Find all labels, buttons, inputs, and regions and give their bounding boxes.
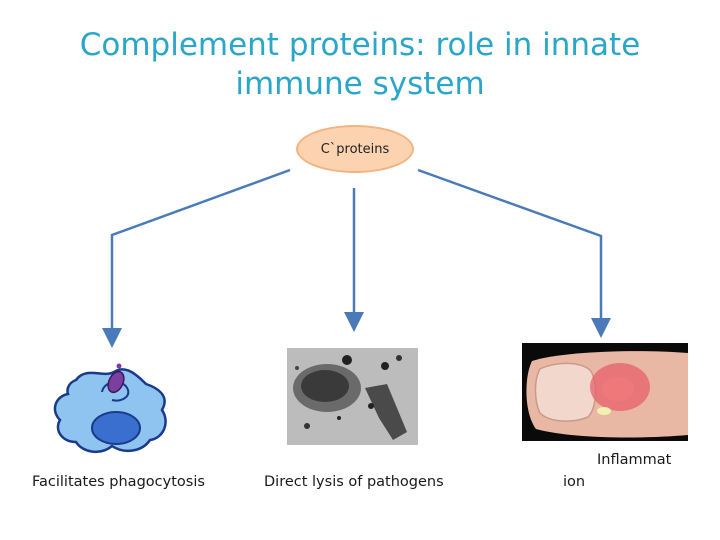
caption-inflammation-part1: Inflammat [597,452,672,468]
connector-right [417,168,611,338]
slide-title: Complement proteins: role in innate immu… [40,26,680,104]
title-line-2: immune system [235,65,485,102]
phagocyte-image [46,358,176,458]
title-line-1: Complement proteins: role in innate [79,27,641,63]
caption-inflammation-part2: ion [563,474,586,490]
micrograph-image [287,348,418,445]
caption-direct-lysis: Direct lysis of pathogens [264,474,444,490]
inflamed-finger-image [522,343,688,441]
root-node-complement-proteins: C`proteins [296,125,414,173]
connector-left [102,168,291,348]
caption-phagocytosis: Facilitates phagocytosis [32,474,205,490]
root-node-label: C`proteins [320,141,390,157]
